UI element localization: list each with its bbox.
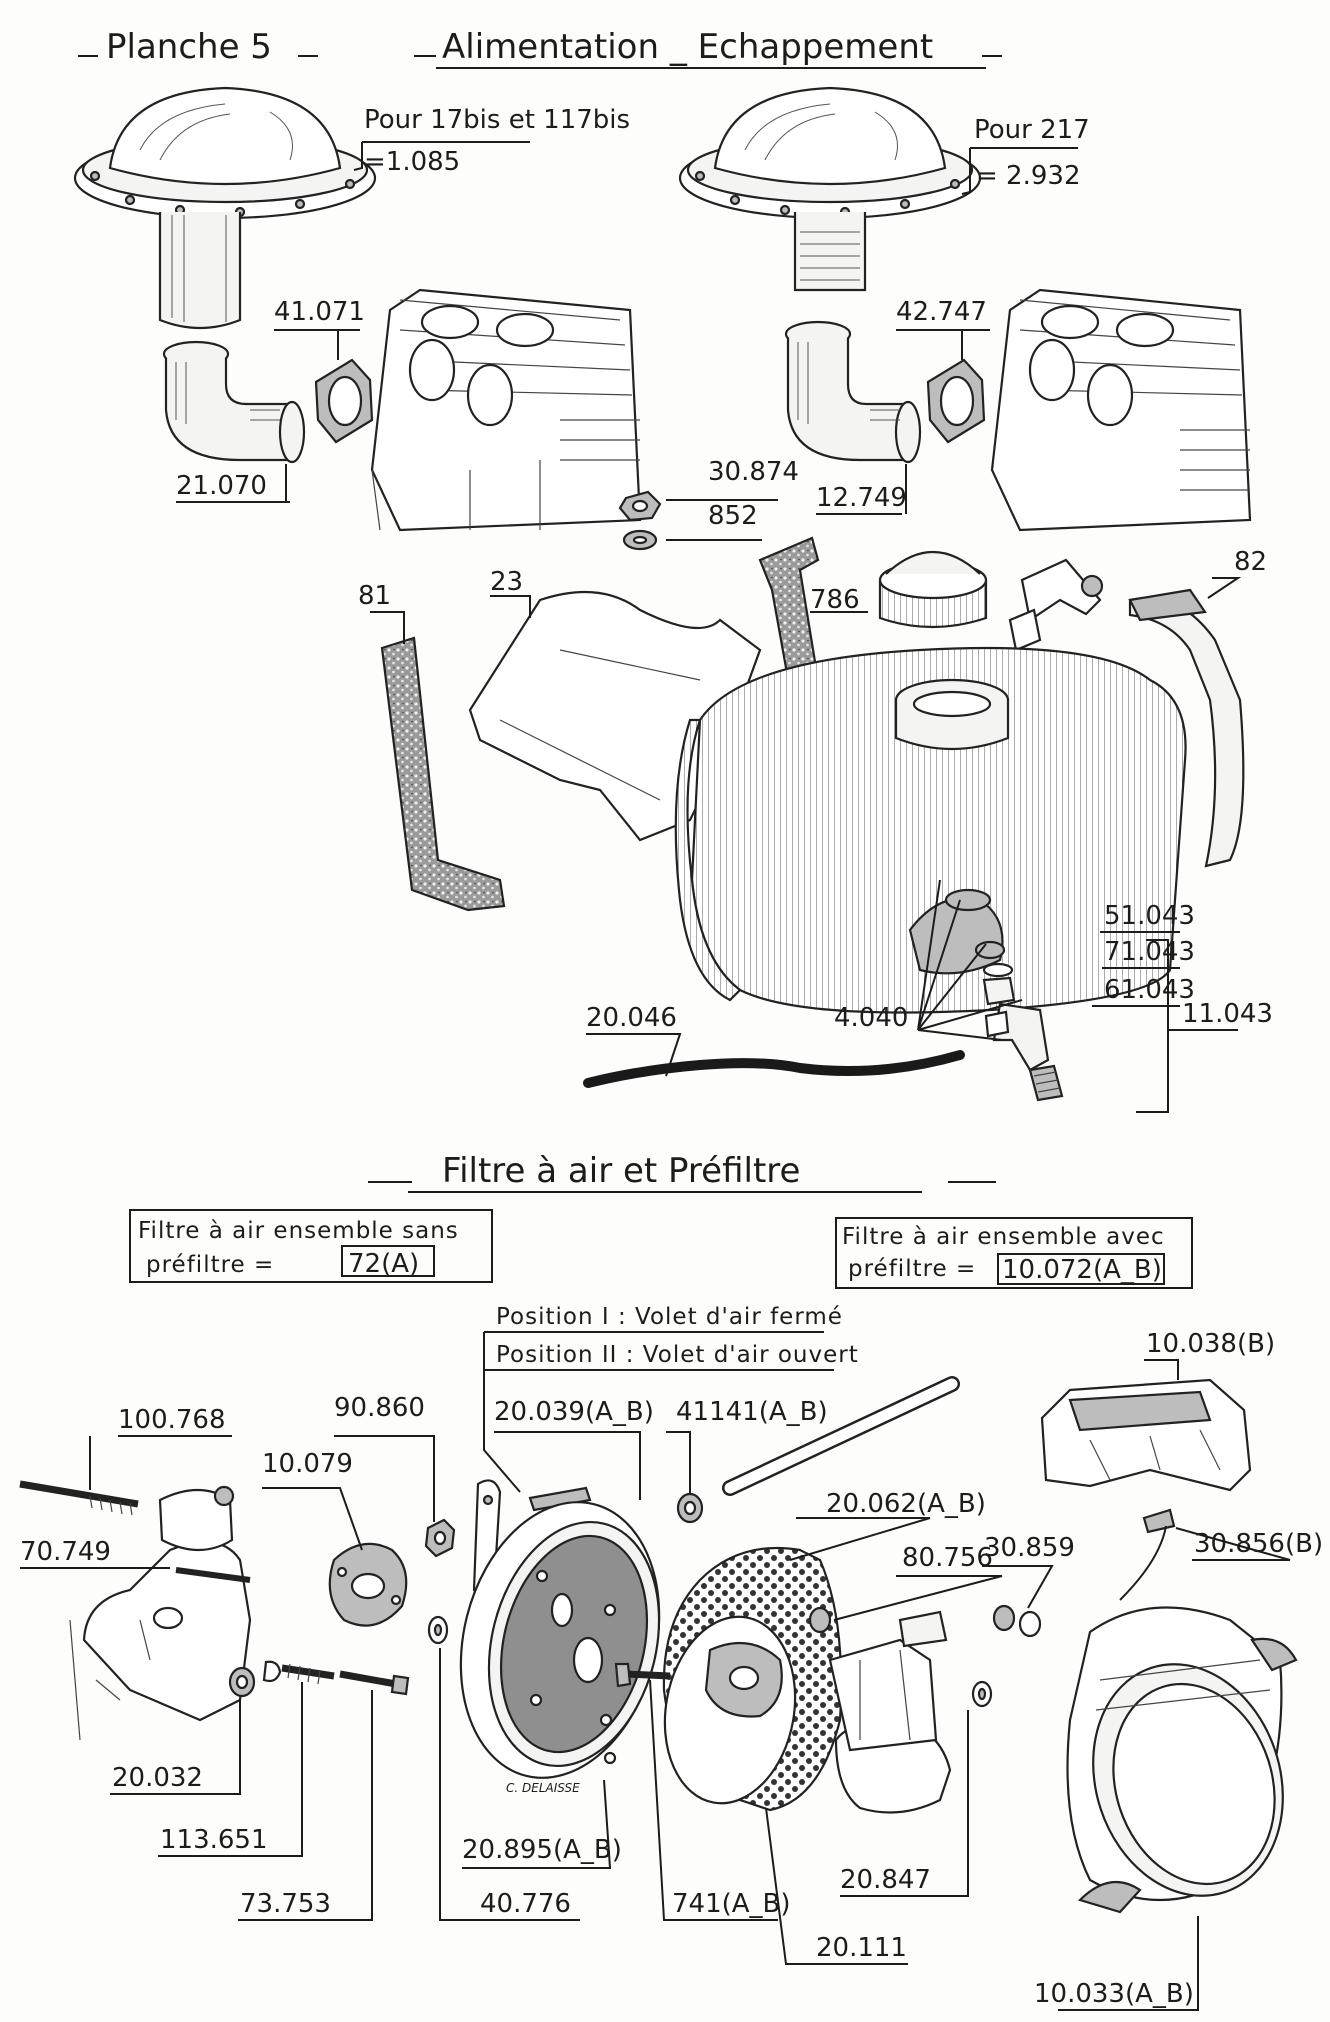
callout-20895: 20.895(A_B) <box>462 1835 622 1865</box>
callout-90860: 90.860 <box>334 1393 425 1423</box>
carburetor-body-70749-drawing <box>69 1485 252 1741</box>
muffler-217-drawing <box>678 86 982 292</box>
callout-21070: 21.070 <box>176 471 267 501</box>
clamp-hardware-drawing <box>1008 558 1104 652</box>
callout-786: 786 <box>810 585 860 615</box>
fuel-tank-drawing <box>674 646 1187 1014</box>
callout-100768: 100.768 <box>118 1405 226 1435</box>
svg-text:préfiltre =: préfiltre = <box>146 1252 274 1278</box>
muffler-17bis-drawing <box>73 86 377 330</box>
callout-70749: 70.749 <box>20 1537 111 1567</box>
callout-82: 82 <box>1234 547 1267 577</box>
callout-20039: 20.039(A_B) <box>494 1397 654 1427</box>
note-muffler-217-line2: = 2.932 <box>976 161 1080 191</box>
gasket-41071-drawing <box>314 358 374 444</box>
nut-90860-drawing <box>424 1518 456 1558</box>
callout-10079: 10.079 <box>262 1449 353 1479</box>
filter-housing-20895-drawing <box>459 1501 661 1779</box>
callout-30874: 30.874 <box>708 457 799 487</box>
callout-41141: 41141(A_B) <box>676 1397 828 1427</box>
callout-20032: 20.032 <box>112 1763 203 1793</box>
position-2-note: Position II : Volet d'air ouvert <box>496 1342 859 1368</box>
foam-strip-81-drawing <box>380 636 506 912</box>
foam-strip-right-drawing <box>758 536 820 692</box>
elbow-12749-drawing <box>784 320 922 464</box>
svg-text:préfiltre =: préfiltre = <box>848 1256 976 1282</box>
gasket-10079-drawing <box>328 1542 408 1627</box>
washer-20847-drawing <box>971 1680 993 1708</box>
note-muffler-17-line2: =1.085 <box>364 147 460 177</box>
callout-10033: 10.033(A_B) <box>1034 1979 1194 2009</box>
callout-42747: 42.747 <box>896 297 987 327</box>
callout-852: 852 <box>708 501 758 531</box>
cylinder-head-left-drawing <box>370 288 642 532</box>
clip-30856-drawing <box>1119 1508 1176 1601</box>
perforated-element-20062-drawing <box>662 1546 843 1812</box>
callout-73753: 73.753 <box>240 1889 331 1919</box>
callout-113651: 113.651 <box>160 1825 268 1855</box>
callout-20111: 20.111 <box>816 1933 907 1963</box>
note-muffler-217-line1: Pour 217 <box>974 115 1090 145</box>
bolt-741-drawing <box>614 1662 671 1688</box>
prefilter-cover-10038-drawing <box>1040 1378 1252 1492</box>
illustrator-signature: C. DELAISSE <box>506 1781 580 1795</box>
callout-11043: 11.043 <box>1182 999 1273 1029</box>
rod-drawing <box>722 1376 960 1496</box>
callout-741: 741(A_B) <box>672 1889 791 1919</box>
callout-40776: 40.776 <box>480 1889 571 1919</box>
callout-23: 23 <box>490 567 523 597</box>
strap-82-drawing <box>1128 588 1245 868</box>
grommet-41141-drawing <box>676 1492 704 1524</box>
callout-71043: 71.043 <box>1104 937 1195 967</box>
washer-30859-drawing <box>992 1604 1042 1638</box>
washer-20032-drawing <box>228 1666 256 1698</box>
callout-4040: 4.040 <box>834 1003 908 1033</box>
elbow-21070-drawing <box>162 340 306 464</box>
plate-title: Alimentation _ Echappement <box>442 27 933 67</box>
fuel-cap-786-drawing <box>878 551 988 629</box>
washer-40776-drawing <box>427 1615 449 1645</box>
fuel-hose-20046-drawing <box>583 1050 965 1088</box>
filter-screen-51043-drawing <box>944 888 992 912</box>
callout-80756: 80.756 <box>902 1543 993 1573</box>
svg-text:Filtre à air ensemble sans: Filtre à air ensemble sans <box>138 1218 459 1244</box>
washer-852-drawing <box>622 529 658 551</box>
spring-113651-drawing <box>262 1660 335 1685</box>
cylinder-head-right-drawing <box>990 288 1252 532</box>
plate-number: Planche 5 <box>106 27 272 67</box>
prefilter-bowl-10033-drawing <box>1066 1606 1298 1914</box>
callout-41071: 41.071 <box>274 297 365 327</box>
fuel-tap-11043-drawing <box>974 940 1064 1102</box>
callout-61043: 61.043 <box>1104 975 1195 1005</box>
callout-20062: 20.062(A_B) <box>826 1489 986 1519</box>
screw-73753-drawing <box>339 1670 410 1696</box>
air-filter-with-prefilter-box: Filtre à air ensemble avec préfiltre = 1… <box>835 1217 1193 1289</box>
long-stud-100768-drawing <box>19 1480 139 1516</box>
callout-10038: 10.038(B) <box>1146 1329 1275 1359</box>
note-muffler-17-line1: Pour 17bis et 117bis <box>364 105 630 135</box>
callout-30859: 30.859 <box>984 1533 1075 1563</box>
leader-lines <box>20 141 1291 2011</box>
svg-text:72(A): 72(A) <box>348 1249 419 1279</box>
callout-20046: 20.046 <box>586 1003 677 1033</box>
air-filter-without-prefilter-box: Filtre à air ensemble sans préfiltre = 7… <box>129 1209 493 1283</box>
nut-30874-drawing <box>618 490 662 522</box>
position-1-note: Position I : Volet d'air fermé <box>496 1304 843 1330</box>
callout-30856: 30.856(B) <box>1194 1529 1323 1559</box>
callout-20847: 20.847 <box>840 1865 931 1895</box>
section-title-air-filter: Filtre à air et Préfiltre <box>442 1151 800 1191</box>
carburetor-20111-drawing <box>808 1606 952 1814</box>
svg-text:10.072(A_B): 10.072(A_B) <box>1002 1255 1162 1285</box>
svg-text:Filtre à air ensemble avec: Filtre à air ensemble avec <box>842 1224 1165 1250</box>
callout-12749: 12.749 <box>816 483 907 513</box>
callout-81: 81 <box>358 581 391 611</box>
gasket-42747-drawing <box>926 358 986 444</box>
callout-51043: 51.043 <box>1104 901 1195 931</box>
